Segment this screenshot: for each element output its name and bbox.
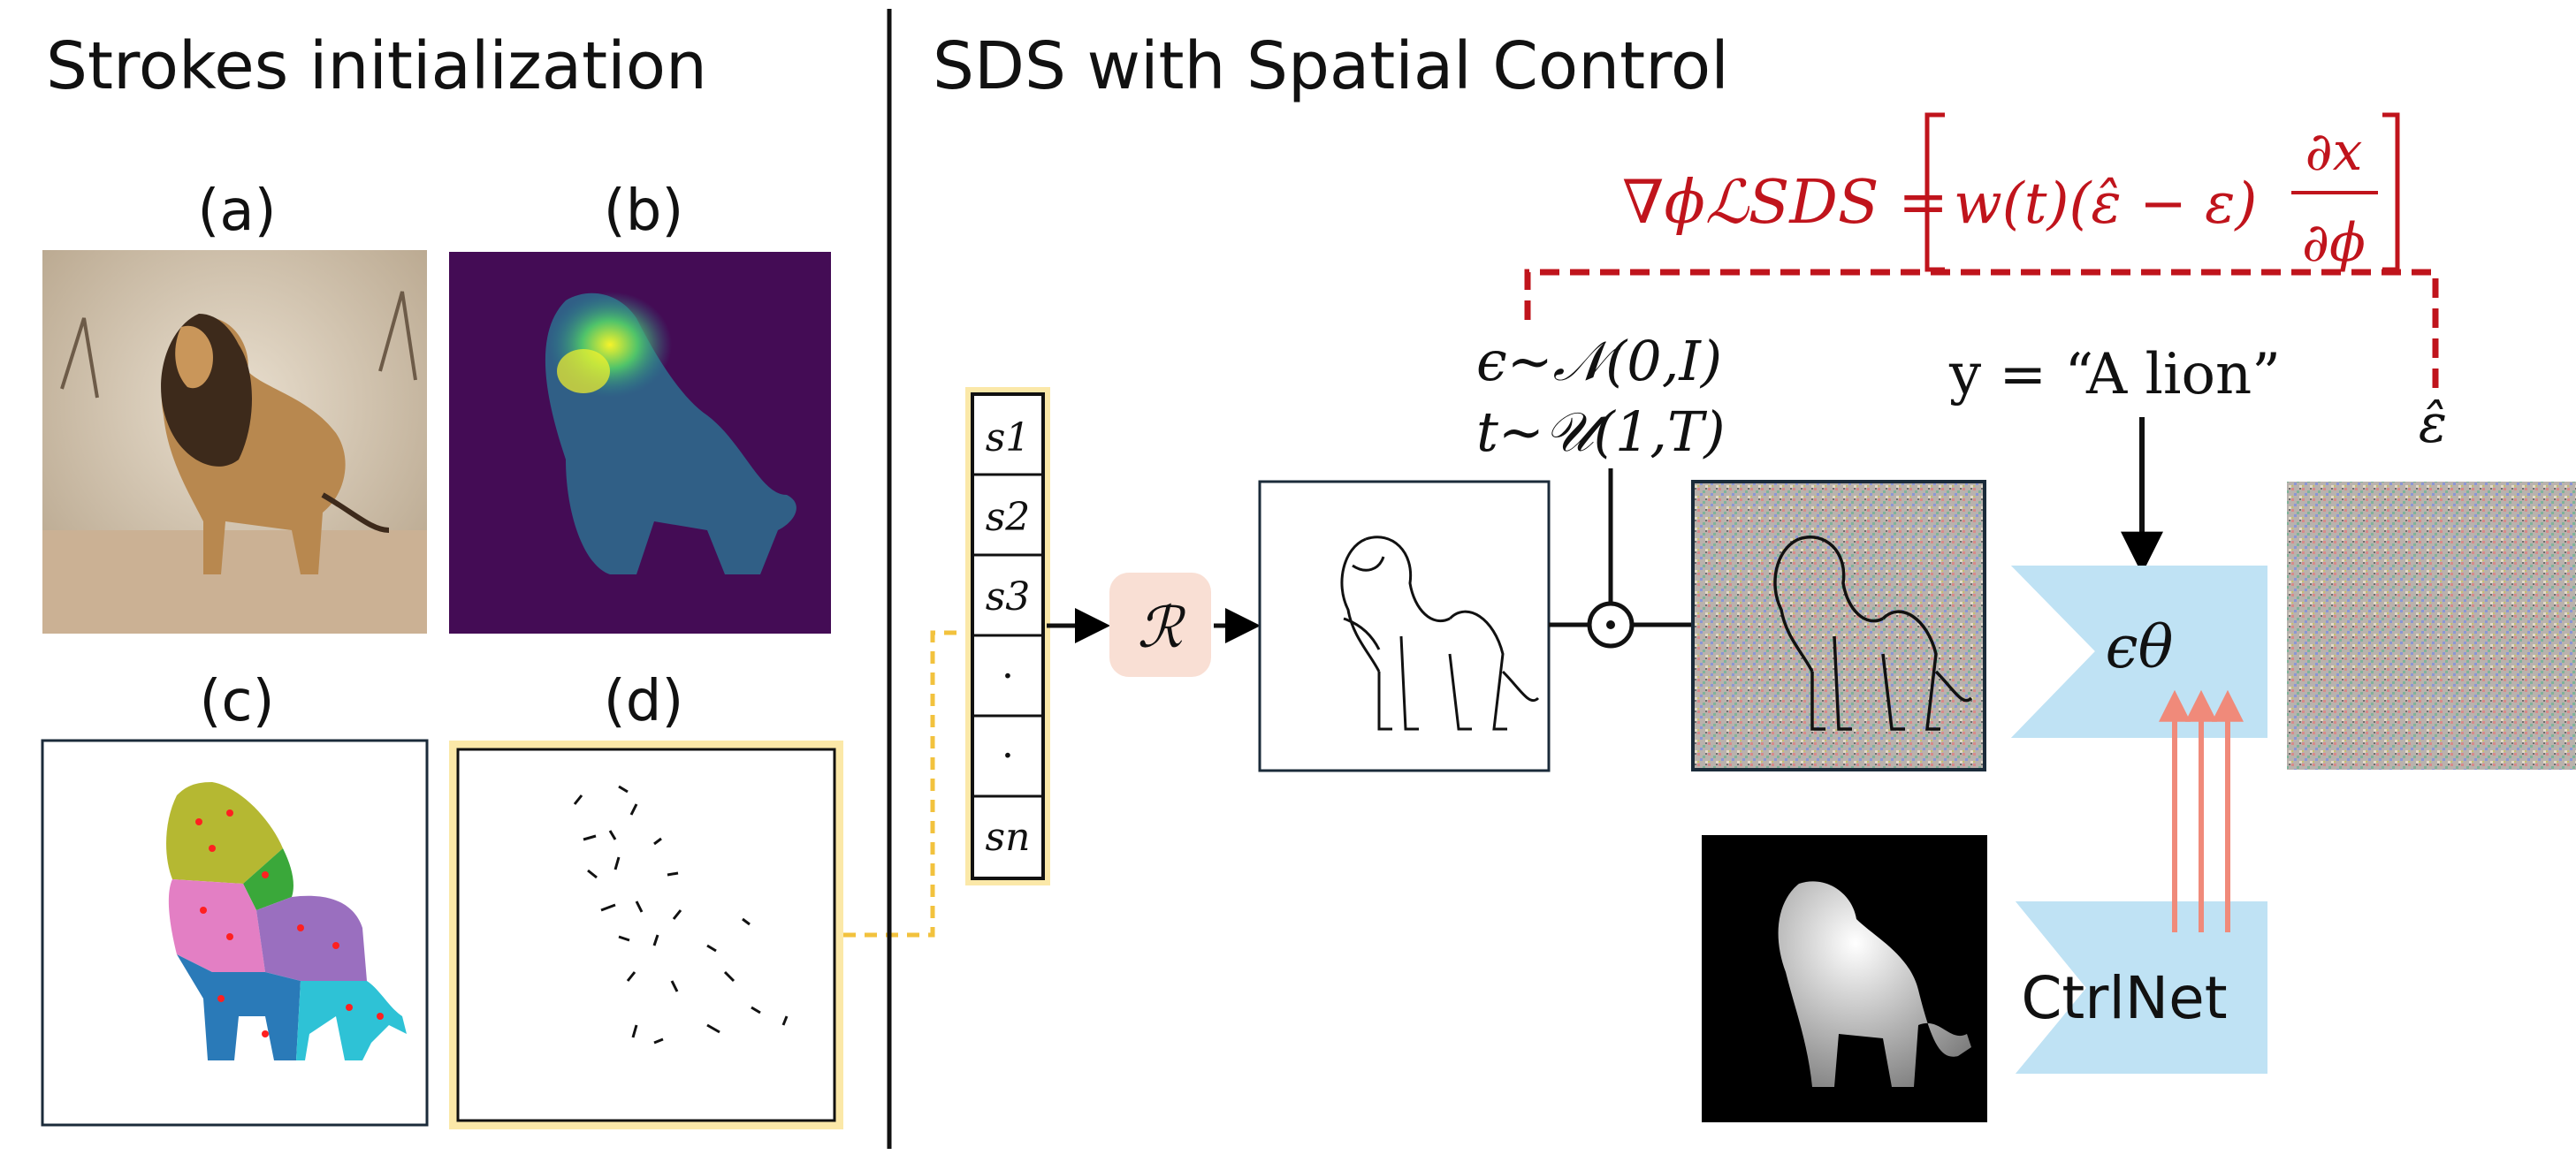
multiply-operator [1587,601,1635,649]
stroke-item-3: s3 [986,574,1031,619]
left-panel-title: Strokes initialization [46,28,707,104]
label-a: (a) [197,179,276,244]
right-panel-title: SDS with Spatial Control [933,28,1729,104]
lion-sketch [1258,480,1551,772]
renderer-symbol: ℛ [1137,596,1185,661]
yellow-dashed-connector [843,630,972,938]
stroke-item-n: sn [986,815,1031,860]
stroke-item-1: s1 [986,415,1031,460]
noise-epsilon-formula: ϵ~𝒩(0,I) [1476,329,1722,393]
segmentation-map [41,739,429,1127]
noise-prediction [2287,482,2576,770]
stroke-item-dot-2: · [1002,733,1014,779]
right-bracket [2382,112,2400,272]
renderer-block: ℛ [1109,573,1211,677]
noise-t-formula: t~𝒰(1,T) [1476,399,1726,464]
label-d: (d) [604,669,684,734]
equation-lhs: ∇ϕℒSDS = [1622,168,1948,238]
controlnet-block: CtrlNet [2016,901,2267,1074]
label-b: (b) [604,179,684,244]
sds-gradient-equation: ∇ϕℒSDS = w(t)(ε̂ − ε) ∂x ∂ϕ [1622,112,2400,274]
depth-map [1702,835,1987,1122]
lion-photo [42,250,427,634]
controlnet-label: CtrlNet [2021,964,2227,1032]
stroke-item-dot-1: · [1002,654,1014,699]
epsilon-hat-label: ε̂ [2419,393,2447,455]
noisy-sketch [1691,480,1986,771]
unet-label: ϵθ [2106,613,2174,681]
equation-term: w(t)(ε̂ − ε) [1954,171,2257,237]
stroke-item-2: s2 [986,495,1031,540]
initial-strokes [449,741,843,1129]
equation-denominator: ∂ϕ [2302,212,2366,274]
label-c: (c) [199,669,274,734]
stroke-list: s1 s2 s3 · · sn [965,387,1050,885]
equation-numerator: ∂x [2305,121,2363,183]
attention-heatmap [449,252,831,634]
text-prompt: y = “A lion” [1948,342,2281,407]
